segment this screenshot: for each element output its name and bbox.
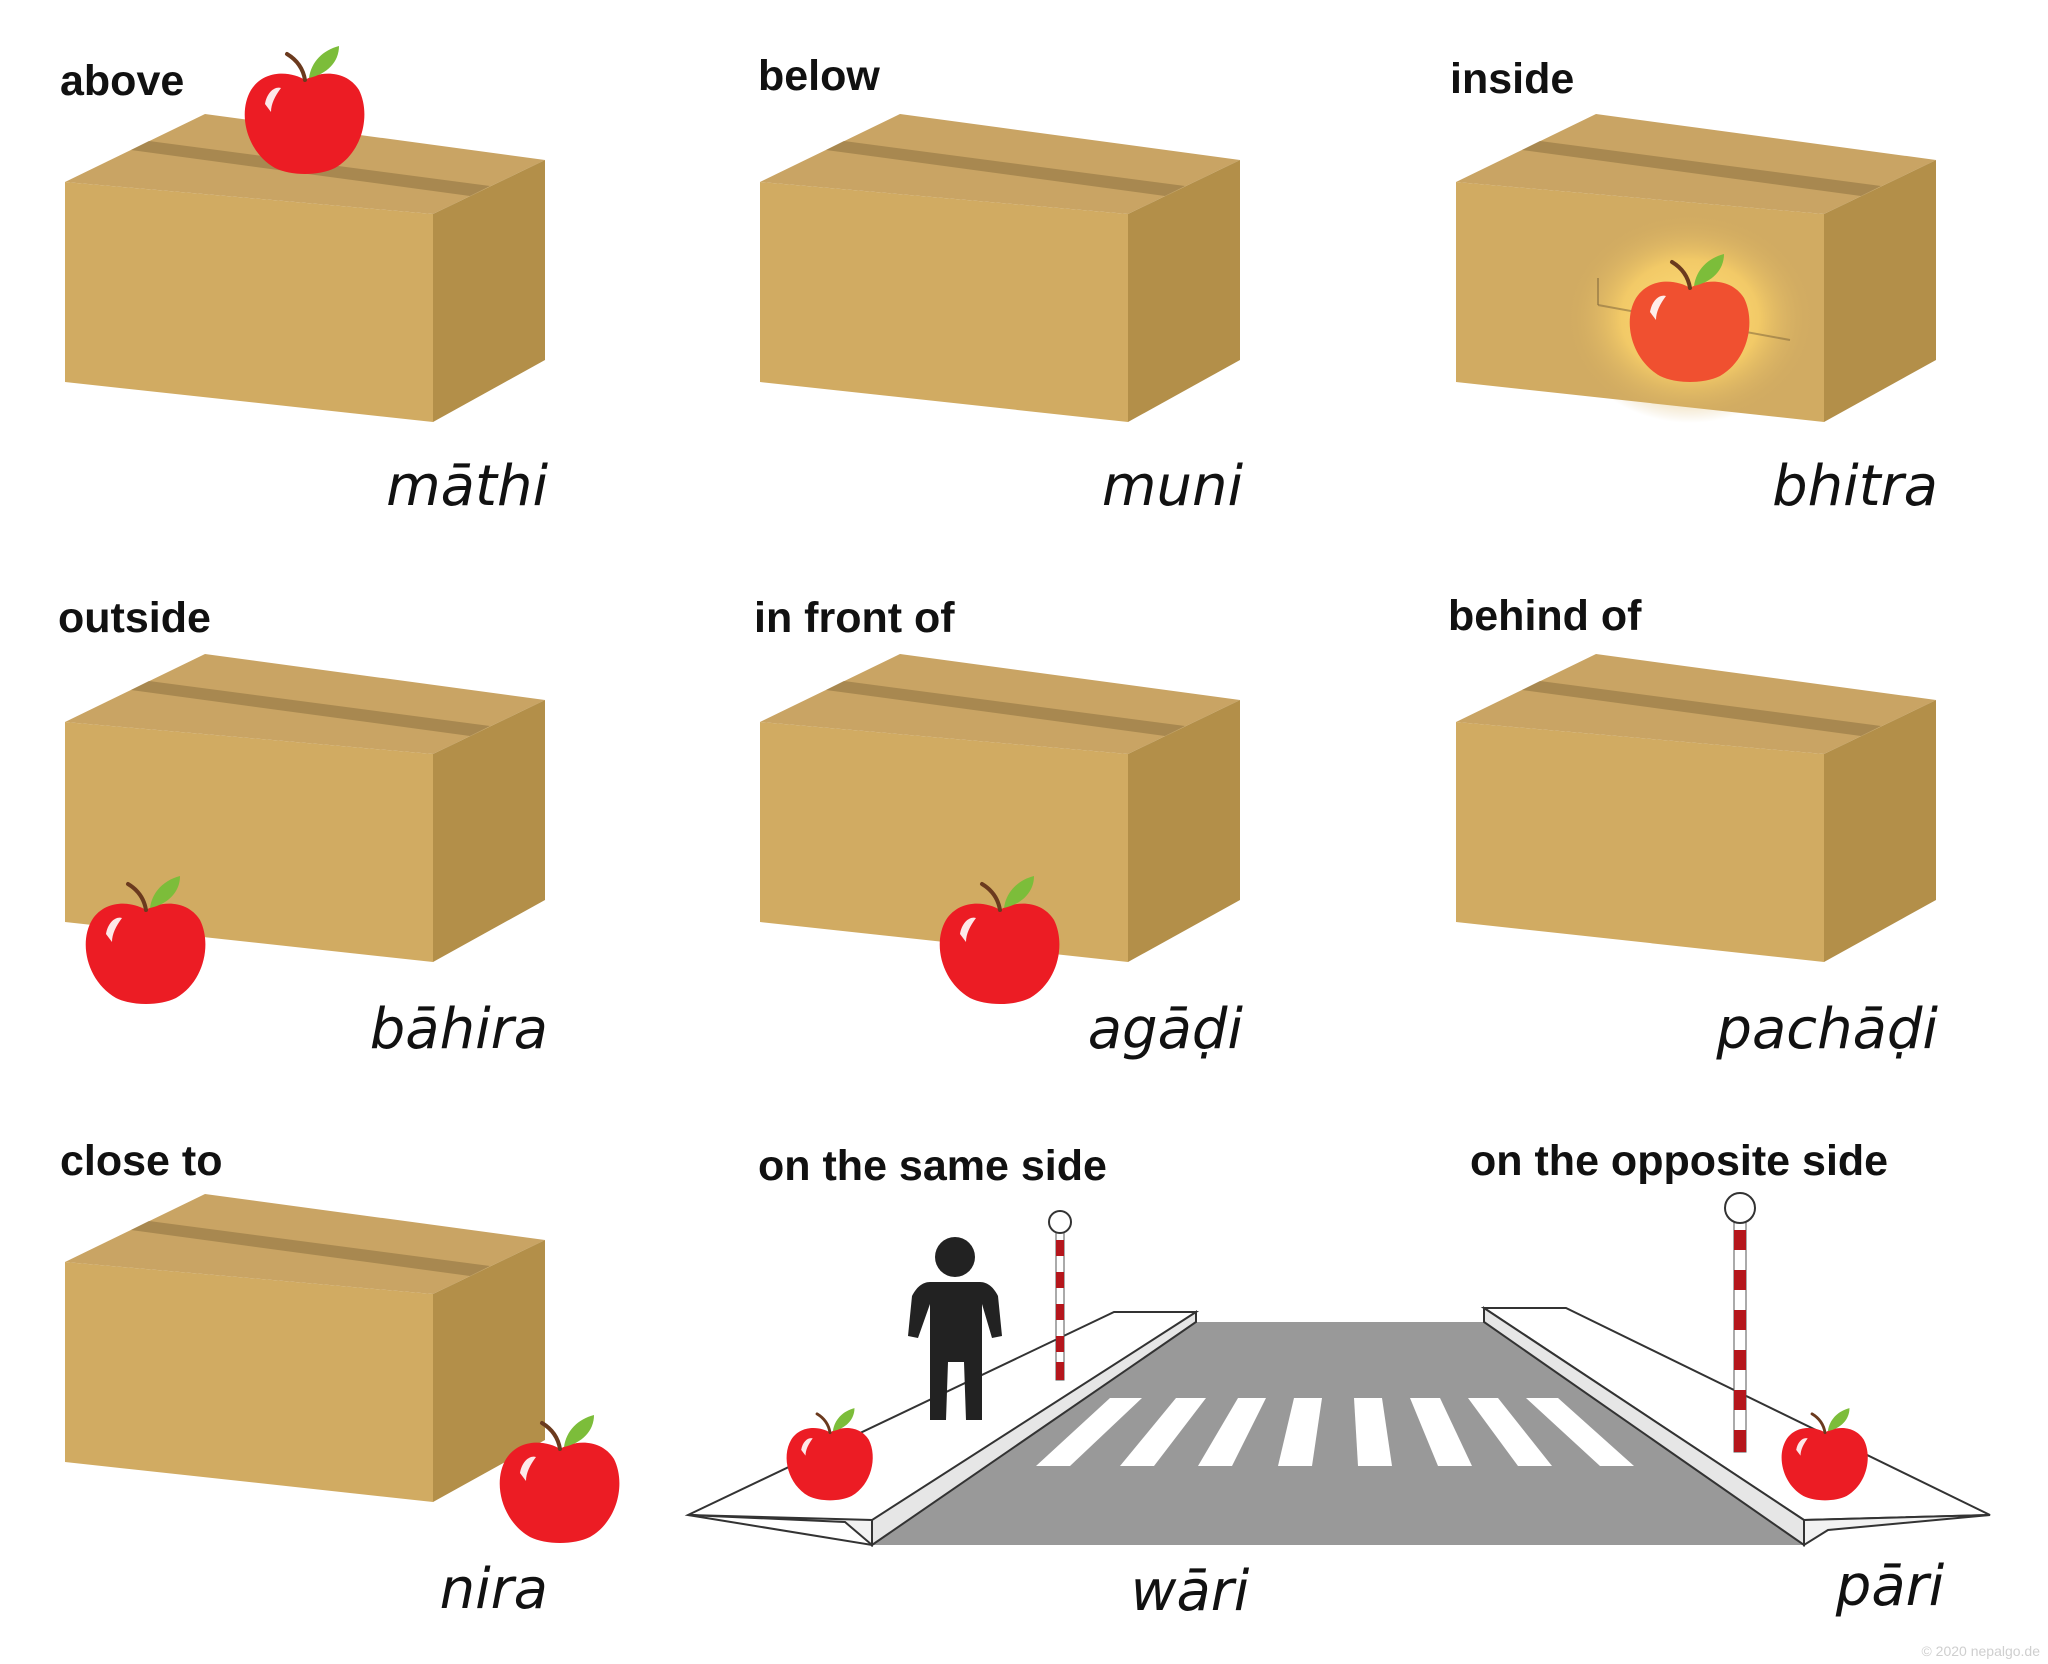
label-above: above [60,57,184,105]
crosswalk-icon [1036,1398,1634,1466]
person-icon [908,1237,1002,1420]
apple-icon [242,44,367,177]
label-in-front-of: in front of [754,594,955,642]
word-mathi: māthi [386,454,548,519]
word-bahira: bāhira [370,997,548,1062]
word-agadi: agāḍi [1088,997,1244,1062]
box-icon [760,114,1240,422]
apple-icon [785,1406,875,1502]
panel-behind-of: behind of pachāḍi [1448,592,1998,1062]
panel-inside: inside bhitra [1450,55,1938,519]
street-lamp-icon [1048,1210,1072,1381]
label-inside: inside [1450,55,1574,103]
panel-in-front-of: in front of agāḍi [754,594,1243,1062]
panel-outside: outside bāhira [58,594,548,1062]
word-pari: pāri [1835,1554,1945,1619]
panel-close-to: close to nira [60,1137,622,1622]
label-close-to: close to [60,1137,223,1185]
label-below: below [758,52,880,100]
street-lamp-icon [1724,1192,1756,1453]
word-muni: muni [1102,454,1244,519]
panel-below: below muni [758,52,1243,519]
word-nira: nira [440,1557,548,1622]
box-icon [65,1194,545,1502]
label-same-side: on the same side [758,1142,1107,1190]
copyright: © 2020 nepalgo.de [1921,1643,2040,1659]
box-icon [1456,654,1936,962]
label-behind-of: behind of [1448,592,1642,640]
panel-above: above māthi [60,44,548,519]
word-pachadi: pachāḍi [1715,997,1938,1062]
label-outside: outside [58,594,211,642]
road [872,1322,1804,1545]
word-bhitra: bhitra [1772,454,1938,519]
label-opposite-side: on the opposite side [1470,1137,1888,1185]
street-scene: on the same side on the opposite side wā… [684,1137,1991,1624]
word-wari: wāri [1131,1559,1250,1624]
